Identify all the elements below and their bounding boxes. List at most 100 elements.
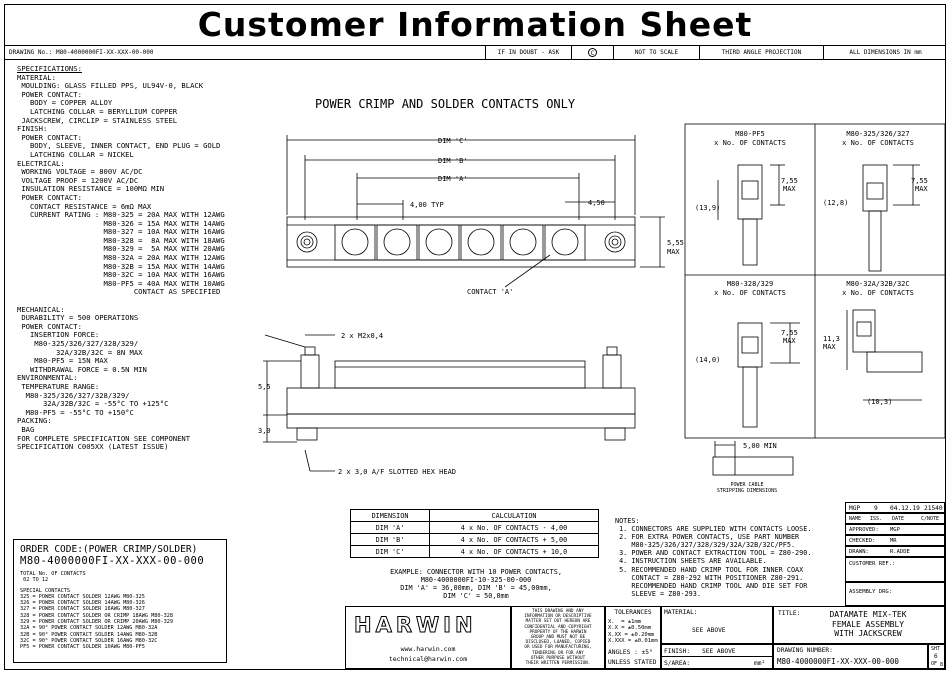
d450-label: 4,50 <box>588 199 605 207</box>
d325-w: (12,8) <box>823 199 848 207</box>
h55-label: 5,5 <box>258 383 271 391</box>
order-total: TOTAL No. OF CONTACTS 02 TO 12 <box>20 571 86 584</box>
legal-text: THIS DRAWING AND ANY INFORMATION OR DESC… <box>524 609 592 667</box>
checked-row: CHECKED: MR <box>845 535 945 546</box>
d325-title: M80-325/326/327 <box>846 130 909 138</box>
sht-number: 6 <box>934 653 938 660</box>
header-row: DRAWING No.: M80-4000000FI-XX-XXX-00-000… <box>5 45 945 60</box>
tol-angles: ANGLES : ±5° <box>608 649 653 656</box>
not-to-scale: NOT TO SCALE <box>613 46 699 59</box>
sht-of-n: 8 <box>940 662 944 668</box>
approved-value: MGP <box>890 527 900 533</box>
dwg-label: DRAWING NUMBER: <box>777 647 833 654</box>
connector-body-top <box>286 216 636 268</box>
notes: NOTES: 1. CONNECTORS ARE SUPPLIED WITH C… <box>615 517 812 598</box>
copyright-icon: C <box>588 48 597 57</box>
strip-dim: 5,00 MIN <box>743 442 777 450</box>
d32a-sub: x No. OF CONTACTS <box>842 289 914 297</box>
approved-label: APPROVED: <box>849 527 879 533</box>
sht-label: SHT <box>931 646 941 652</box>
order-title: ORDER CODE:(POWER CRIMP/SOLDER) <box>20 544 198 555</box>
strip-label1: POWER CABLE <box>730 482 763 488</box>
logo-box: HARWIN www.harwin.com technical@harwin.c… <box>345 606 511 669</box>
revision-row: MGP 9 04.12.19 21540 <box>845 502 945 513</box>
page-title: Customer Information Sheet <box>197 5 753 44</box>
title-box: TITLE: DATAMATE MIX-TEK FEMALE ASSEMBLY … <box>773 606 945 644</box>
pf5-max: MAX <box>783 185 796 193</box>
cable-strip-icon <box>712 456 794 476</box>
jackscrew-right-side <box>602 354 622 389</box>
rev-head-name: NAME <box>849 516 862 522</box>
sheet-box: SHT 6 OF 8 <box>928 644 945 669</box>
tol-unless: UNLESS STATED <box>608 659 657 666</box>
d325-sub: x No. OF CONTACTS <box>842 139 914 147</box>
tol-values: X. = ±1mm X.X = ±0.50mm X.XX = ±0.20mm X… <box>608 619 658 644</box>
calc-cell: DIM 'C' <box>350 545 430 558</box>
d328-sub: x No. OF CONTACTS <box>714 289 786 297</box>
if-in-doubt: IF IN DOUBT - ASK <box>485 46 571 59</box>
table-row: DIM 'B' 4 x No. OF CONTACTS + 5,00 <box>350 533 599 546</box>
assembly-label: ASSEMBLY DRG: <box>849 589 893 595</box>
drawn-row: DRAWN: R.ADDE <box>845 546 945 557</box>
drawing-no: DRAWING No.: M80-4000000FI-XX-XXX-00-000 <box>9 49 154 56</box>
dim-c-label: DIM 'C' <box>438 137 468 145</box>
rev-iss: 9 <box>874 505 878 512</box>
dim-b-label: DIM 'B' <box>438 157 468 165</box>
harwin-logo: HARWIN <box>354 613 477 638</box>
dwg-number: M80-4000000FI-XX-XXX-00-000 <box>777 657 899 666</box>
jackscrew-left-icon <box>296 231 318 253</box>
rev-head-date: DATE <box>892 516 905 522</box>
calculation-table: DIMENSION CALCULATION DIM 'A' 4 x No. OF… <box>350 509 599 558</box>
material-box: MATERIAL: SEE ABOVE <box>661 606 773 644</box>
drawing-sheet: Customer Information Sheet DRAWING No.: … <box>4 4 946 670</box>
calc-cell: DIM 'A' <box>350 521 430 534</box>
material-value: SEE ABOVE <box>692 627 726 634</box>
h30-label: 3,0 <box>258 427 271 435</box>
calc-cell: 4 x No. OF CONTACTS + 10,0 <box>429 545 599 558</box>
pf5-sub: x No. OF CONTACTS <box>714 139 786 147</box>
rev-head-cnote: C/NOTE <box>921 516 940 522</box>
pf5-title: M80-PF5 <box>735 130 765 138</box>
jackscrew-left-side <box>300 354 320 389</box>
calc-cell: 4 x No. OF CONTACTS + 5,00 <box>429 533 599 546</box>
checked-value: MR <box>890 538 897 544</box>
d325-max: MAX <box>915 185 928 193</box>
d328-w: (14,0) <box>695 356 720 364</box>
order-code-box: ORDER CODE:(POWER CRIMP/SOLDER) M80-4000… <box>13 539 227 663</box>
approved-row: APPROVED: MGP <box>845 524 945 535</box>
screw-label: 2 x M2x0,4 <box>341 332 383 340</box>
jackscrew-right-icon <box>604 231 626 253</box>
spec-body: MATERIAL: MOULDING: GLASS FILLED PPS, UL… <box>17 72 225 452</box>
d32a-w: (10,3) <box>867 398 892 406</box>
d32a-h: 11,3 <box>823 335 840 343</box>
tol-title: TOLERANCES <box>614 609 652 616</box>
assembly-row: ASSEMBLY DRG: <box>845 582 945 606</box>
legal-box: THIS DRAWING AND ANY INFORMATION OR DESC… <box>511 606 605 669</box>
calc-header-dimension: DIMENSION <box>350 509 430 522</box>
typ-label: 4,00 TYP <box>410 201 444 209</box>
contact-a-label: CONTACT 'A' <box>467 288 513 296</box>
d328-max: MAX <box>783 337 796 345</box>
specifications: SPECIFICATIONS: MATERIAL: MOULDING: GLAS… <box>17 64 225 452</box>
email: technical@harwin.com <box>388 655 468 663</box>
table-row: DIM 'A' 4 x No. OF CONTACTS - 4,00 <box>350 521 599 534</box>
dim-a-label: DIM 'A' <box>438 175 468 183</box>
connector-body-side <box>286 387 636 415</box>
tolerance-box: TOLERANCES X. = ±1mm X.X = ±0.50mm X.XX … <box>605 606 661 669</box>
sarea-box: S/AREA: mm² <box>661 656 773 669</box>
title-label: TITLE: <box>778 610 801 617</box>
drawn-value: R.ADDE <box>890 549 910 555</box>
order-code: M80-4000000FI-XX-XXX-00-000 <box>20 555 205 567</box>
table-row: DIM 'C' 4 x No. OF CONTACTS + 10,0 <box>350 545 599 558</box>
rev-name: MGP <box>849 505 861 512</box>
sarea-value: mm² <box>754 660 766 667</box>
customer-ref-row: CUSTOMER REF.: <box>845 557 945 582</box>
d555-label: 5,55 <box>667 239 684 247</box>
finish-label: FINISH: <box>664 648 691 655</box>
all-dimensions: ALL DIMENSIONS IN mm <box>823 46 945 59</box>
drawn-label: DRAWN: <box>849 549 869 555</box>
rev-cnote: 21540 <box>924 505 943 512</box>
finish-value: SEE ABOVE <box>702 648 736 655</box>
calc-header-calculation: CALCULATION <box>429 509 599 522</box>
checked-label: CHECKED: <box>849 538 876 544</box>
